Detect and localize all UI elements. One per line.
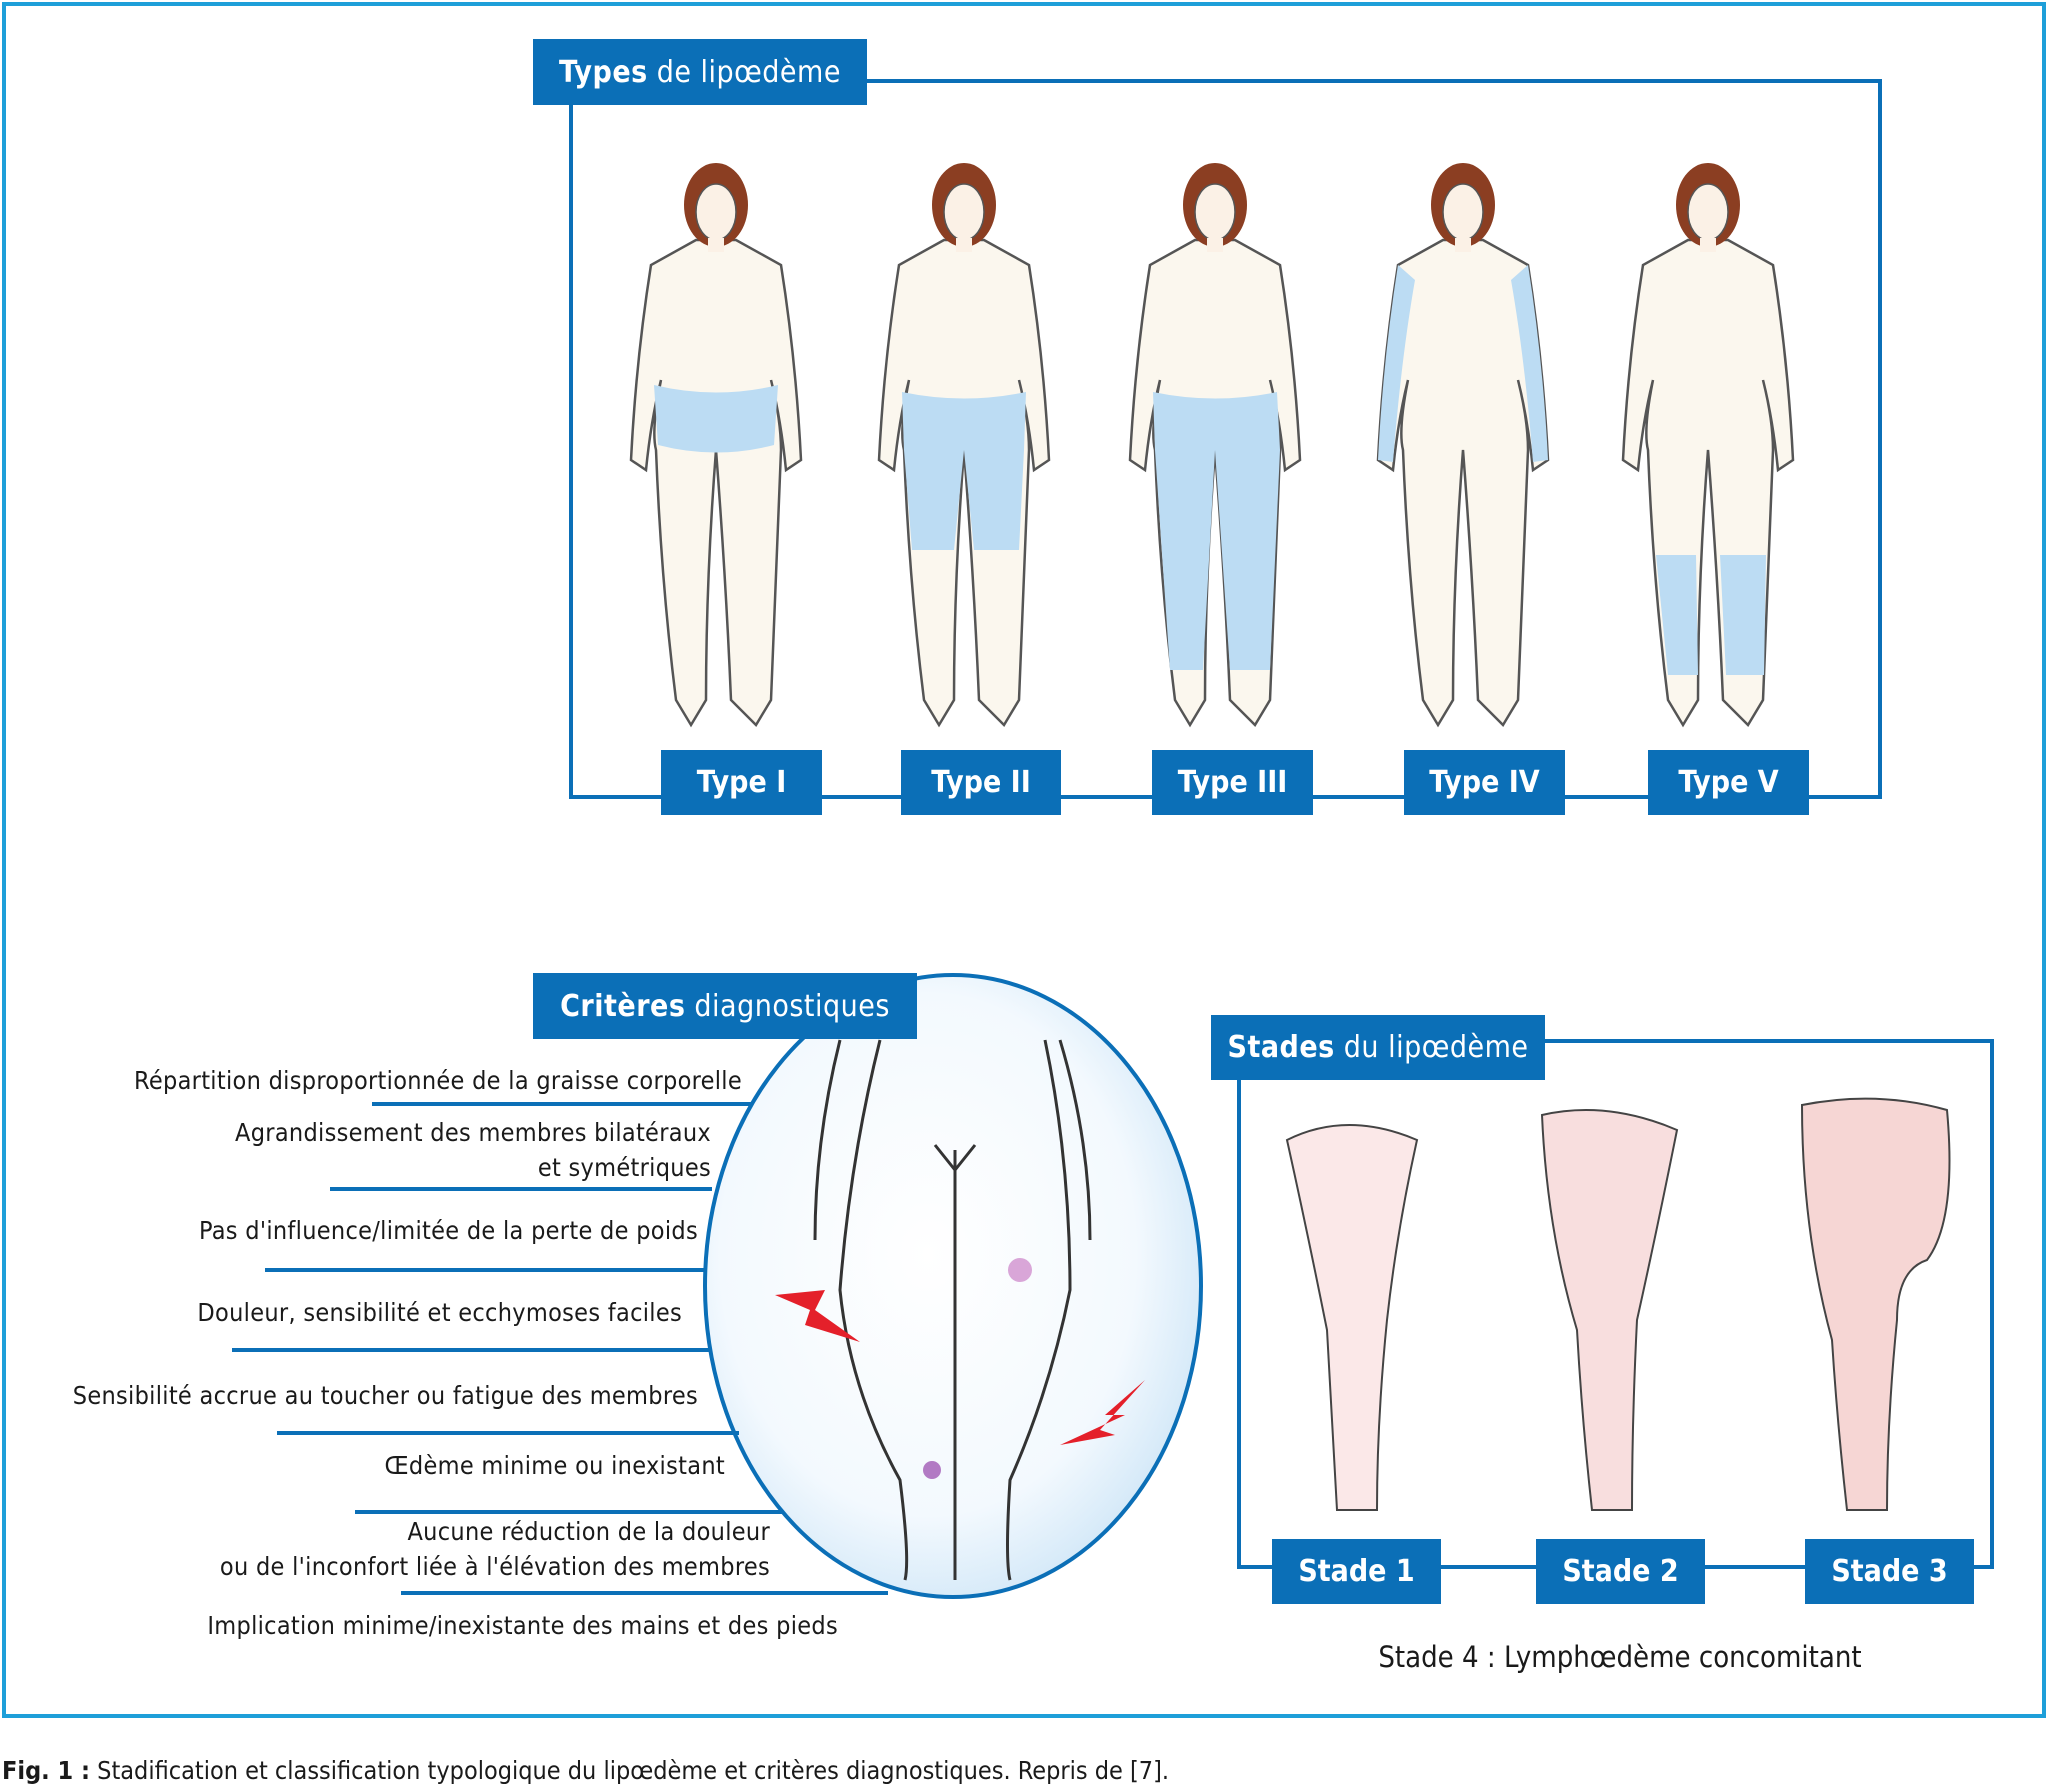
type-label-3: Type III [1152, 750, 1313, 815]
caption-text: Stadification et classification typologi… [97, 1756, 1169, 1785]
body-figure-type-2 [877, 163, 1051, 728]
body-figure-type-4 [1376, 163, 1550, 728]
criteria-ellipse [703, 973, 1203, 1599]
criterion-line [232, 1348, 712, 1352]
criteria-header-bold: Critères [560, 988, 686, 1024]
type-label-1: Type I [661, 750, 822, 815]
body-figure-type-3 [1128, 163, 1302, 728]
criterion-text: Œdème minime ou inexistant [384, 1451, 725, 1480]
stage-label-1: Stade 1 [1272, 1539, 1441, 1604]
stages-header-bold: Stades [1227, 1030, 1335, 1065]
pain-lightning-icon [775, 1290, 860, 1342]
criterion-line [372, 1102, 752, 1106]
pain-lightning-icon [1060, 1380, 1145, 1445]
bruise [1008, 1258, 1032, 1282]
criterion-text: et symétriques [537, 1153, 711, 1182]
figure-border [2, 2, 2046, 1718]
caption-label: Fig. 1 : [2, 1756, 91, 1785]
criterion-text: Sensibilité accrue au toucher ou fatigue… [72, 1381, 698, 1410]
criteria-illustration [703, 973, 1203, 1599]
body-figure-type-5 [1621, 163, 1795, 728]
stages-header-rest: du lipœdème [1343, 1030, 1529, 1065]
criterion-text: Aucune réduction de la douleur [407, 1517, 770, 1546]
arms-outline [813, 1039, 1092, 1241]
leg-stage-3 [1800, 1097, 1951, 1511]
stage-label-2: Stade 2 [1536, 1539, 1705, 1604]
criterion-line [401, 1591, 888, 1595]
bruise [923, 1461, 941, 1479]
criterion-text: Pas d'influence/limitée de la perte de p… [198, 1216, 698, 1245]
stage-4-note: Stade 4 : Lymphœdème concomitant [1378, 1640, 1862, 1674]
criterion-text: ou de l'inconfort liée à l'élévation des… [219, 1552, 770, 1581]
criterion-line [355, 1510, 783, 1514]
figure-caption: Fig. 1 : Stadification et classification… [2, 1756, 1169, 1785]
types-header-bold: Types [559, 54, 648, 90]
stage-label-3: Stade 3 [1805, 1539, 1974, 1604]
criterion-text: Douleur, sensibilité et ecchymoses facil… [197, 1298, 682, 1327]
legs-outline [838, 1039, 1072, 1581]
type-label-4: Type IV [1404, 750, 1565, 815]
type-label-2: Type II [901, 750, 1061, 815]
type-label-5: Type V [1648, 750, 1809, 815]
leg-stage-illustrations [1285, 1097, 1951, 1511]
leg-stage-1 [1285, 1124, 1419, 1511]
body-figure-type-1 [629, 163, 803, 728]
criterion-line [330, 1187, 712, 1191]
criteria-header-rest: diagnostiques [694, 988, 890, 1024]
criterion-text: Implication minime/inexistante des mains… [207, 1611, 838, 1640]
leg-stage-2 [1540, 1109, 1679, 1511]
criterion-line [277, 1431, 739, 1435]
criterion-text: Répartition disproportionnée de la grais… [134, 1066, 742, 1095]
body-figures [629, 163, 1795, 728]
types-header-rest: de lipœdème [656, 54, 841, 90]
criterion-text: Agrandissement des membres bilatéraux [235, 1118, 711, 1147]
criterion-line [265, 1268, 705, 1272]
